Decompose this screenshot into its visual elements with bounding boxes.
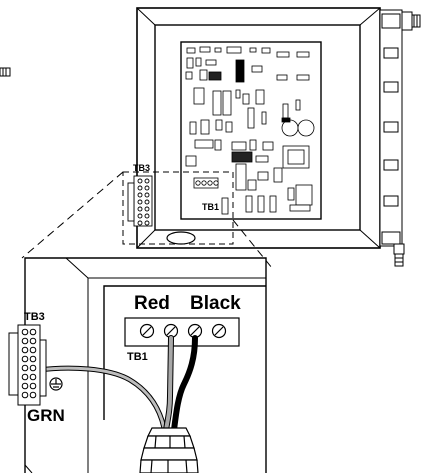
projection-lines [21, 171, 273, 269]
detail-enclosure-outline [24, 257, 267, 473]
hinge-strip [379, 9, 403, 247]
wire-black-label: Black [190, 293, 241, 314]
detail-callout-box [122, 171, 234, 245]
black-wire [171, 335, 198, 433]
fitting-bottom-icon [393, 243, 405, 267]
enclosure-top-view: TB3 TB1 [122, 7, 421, 267]
fitting-top-icon [401, 11, 421, 31]
tb3-label-top: TB3 [133, 163, 150, 173]
cable-gland [139, 427, 199, 473]
detail-view: TB1 Red Black [8, 257, 267, 473]
detail-circuit-board [103, 285, 266, 420]
edge-fragment-icon [0, 67, 11, 77]
cable-entry-oval [166, 231, 196, 245]
tb3-label-detail: TB3 [24, 311, 45, 323]
board-components [185, 46, 315, 215]
tb1-label-top: TB1 [202, 202, 219, 212]
tb3-terminal-detail [8, 324, 47, 406]
ground-label: GRN [27, 406, 65, 425]
tb1-screw-terminals [139, 323, 227, 339]
tb1-label-detail: TB1 [127, 351, 148, 363]
wire-red-label: Red [134, 293, 170, 314]
ground-symbol-icon [49, 377, 63, 391]
tb3-terminal-top [127, 175, 153, 227]
